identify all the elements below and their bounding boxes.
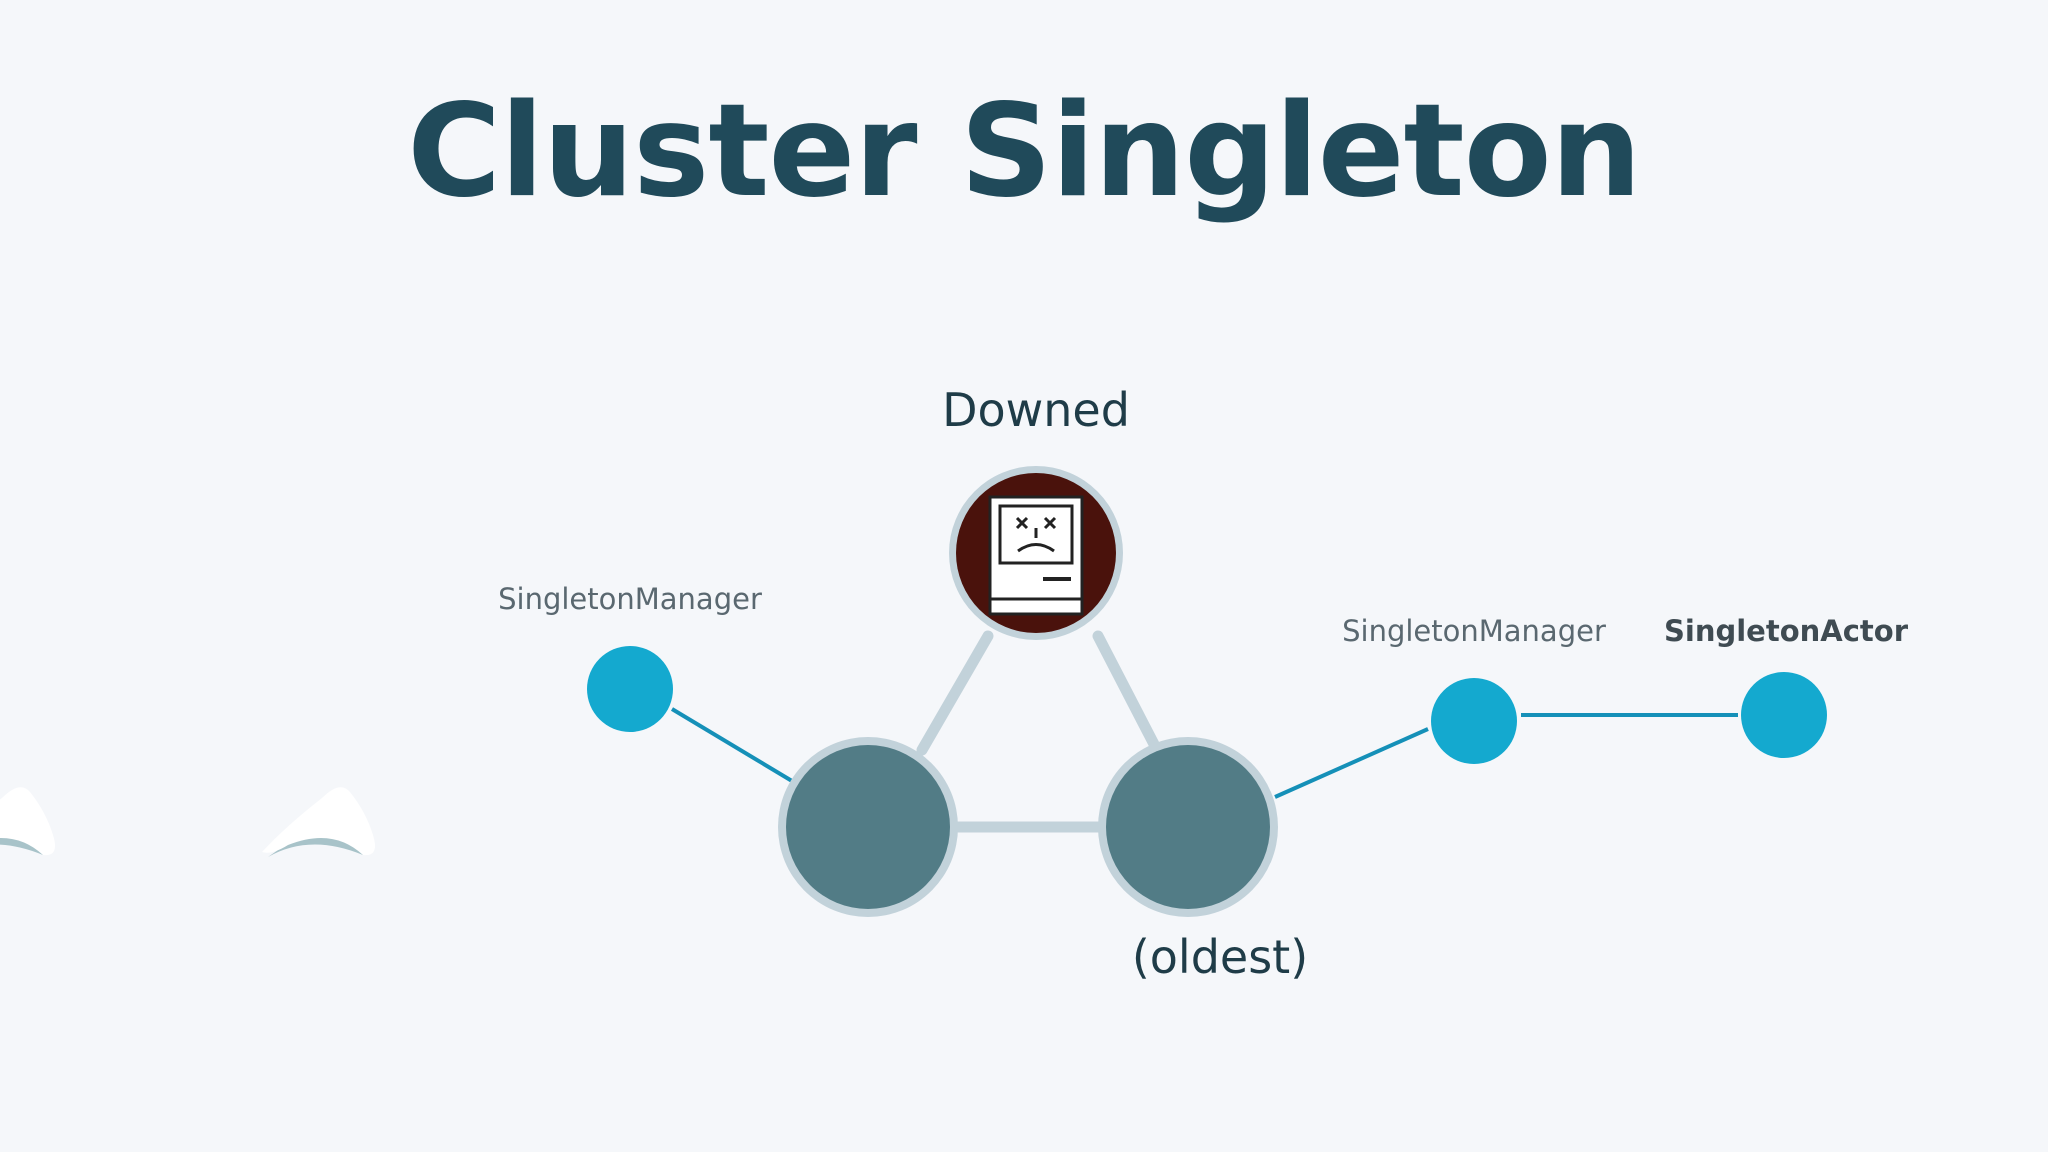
cluster-node-left <box>0 737 958 917</box>
left-manager-label: SingletonManager <box>498 582 762 616</box>
akka-logo-icon <box>262 787 376 857</box>
actor-dot-left-manager <box>587 646 673 732</box>
slide-title: Cluster Singleton <box>407 77 1642 226</box>
oldest-label: (oldest) <box>1131 930 1309 984</box>
right-manager-label: SingletonManager <box>1342 614 1606 648</box>
akka-logo-icon <box>0 787 55 856</box>
actor-dot-singleton <box>1741 672 1827 758</box>
downed-label: Downed <box>942 383 1130 437</box>
sad-mac-icon <box>988 495 1084 616</box>
singleton-actor-label: SingletonActor <box>1664 614 1908 648</box>
downed-node <box>949 466 1123 640</box>
cluster-link-downed-right <box>1092 630 1163 756</box>
cluster-link-left-downed <box>916 630 994 756</box>
actor-dot-right-manager <box>1431 678 1517 764</box>
actor-link-left-manager <box>670 707 794 783</box>
actor-link-right-manager <box>1274 727 1429 799</box>
cluster-node-right <box>262 737 1278 917</box>
